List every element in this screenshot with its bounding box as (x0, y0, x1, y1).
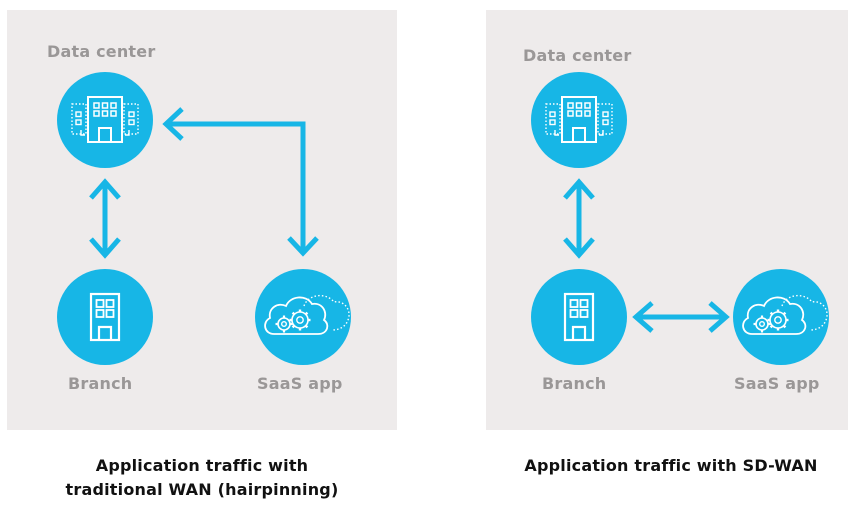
right-data-center-label: Data center (523, 46, 632, 65)
left-saas-label: SaaS app (257, 374, 343, 393)
sd-wan-caption: Application traffic with SD-WAN (524, 456, 818, 475)
traditional-wan-caption-line1: Application traffic with (95, 456, 309, 475)
traditional-wan-caption: Application traffic with traditional WAN… (7, 454, 397, 502)
left-branch-label: Branch (68, 374, 133, 393)
sd-wan-panel (486, 10, 848, 430)
right-saas-label: SaaS app (734, 374, 820, 393)
traditional-wan-panel (7, 10, 397, 430)
traditional-wan-caption-line2: traditional WAN (hairpinning) (65, 480, 339, 499)
right-branch-label: Branch (542, 374, 607, 393)
left-data-center-label: Data center (47, 42, 156, 61)
